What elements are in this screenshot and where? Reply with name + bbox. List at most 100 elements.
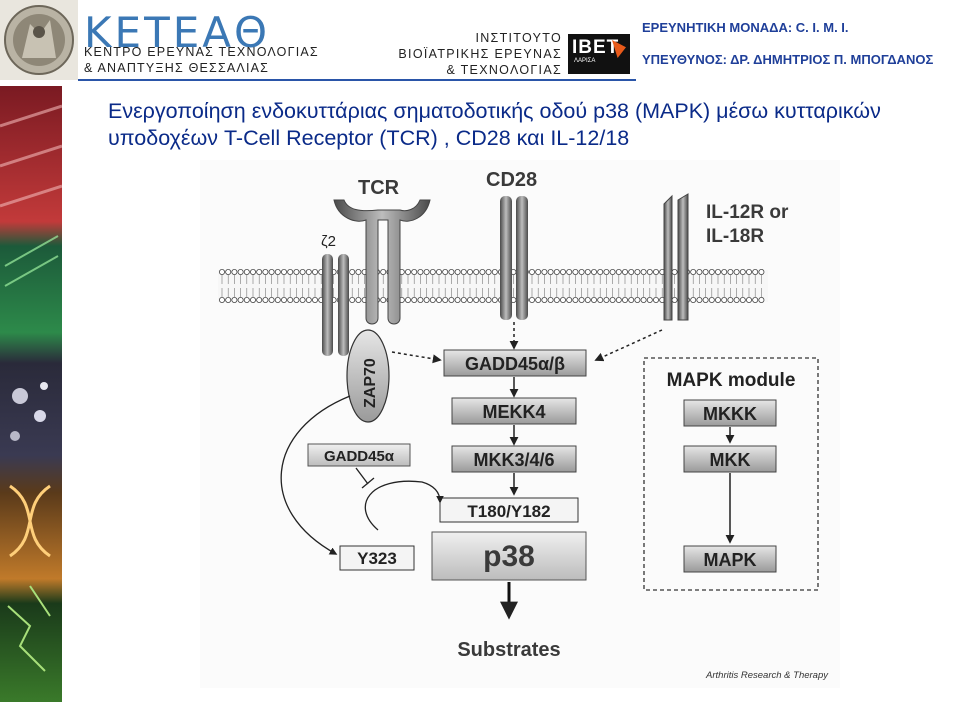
mapk-module-box bbox=[643, 357, 819, 591]
lipid-head bbox=[423, 269, 430, 276]
lipid-head bbox=[652, 296, 659, 303]
lipid-head bbox=[640, 296, 647, 303]
lipid-head bbox=[485, 296, 492, 303]
zeta-chain bbox=[322, 254, 349, 356]
lipid-head bbox=[584, 269, 591, 276]
lipid-head bbox=[442, 296, 449, 303]
lipid-head bbox=[293, 296, 300, 303]
lipid-head bbox=[460, 296, 467, 303]
mkkk-node: MKKK bbox=[683, 399, 777, 427]
lipid-head bbox=[479, 296, 486, 303]
lipid-head bbox=[553, 269, 560, 276]
lipid-head bbox=[715, 296, 722, 303]
side-image-strip bbox=[0, 86, 62, 702]
lipid-head bbox=[305, 296, 312, 303]
lipid-head bbox=[696, 269, 703, 276]
lipid-head bbox=[690, 269, 697, 276]
lipid-head bbox=[652, 269, 659, 276]
lipid-head bbox=[584, 296, 591, 303]
lipid-head bbox=[609, 296, 616, 303]
lipid-head bbox=[305, 269, 312, 276]
lipid-head bbox=[237, 269, 244, 276]
p38-node: p38 bbox=[431, 531, 587, 581]
gadd45ab-node: GADD45α/β bbox=[443, 349, 587, 377]
lipid-head bbox=[435, 296, 442, 303]
lipid-head bbox=[417, 296, 424, 303]
mapk-node: MAPK bbox=[683, 545, 777, 573]
lipid-head bbox=[708, 296, 715, 303]
lipid-head bbox=[541, 269, 548, 276]
lipid-head bbox=[634, 296, 641, 303]
lipid-head bbox=[411, 296, 418, 303]
lipid-head bbox=[702, 296, 709, 303]
lipid-head bbox=[628, 269, 635, 276]
lipid-head bbox=[535, 296, 542, 303]
lipid-head bbox=[293, 269, 300, 276]
lipid-head bbox=[404, 296, 411, 303]
slide-title: Ενεργοποίηση ενδοκυττάριας σηματοδοτικής… bbox=[108, 99, 881, 150]
lipid-head bbox=[274, 269, 281, 276]
lipid-head bbox=[417, 269, 424, 276]
lipid-head bbox=[597, 269, 604, 276]
lipid-head bbox=[256, 269, 263, 276]
tcr-receptor bbox=[333, 199, 431, 325]
org-line2: & ΑΝΑΠΤΥΞΗΣ ΘΕΣΣΑΛΙΑΣ bbox=[84, 61, 270, 75]
p38-label: p38 bbox=[483, 540, 535, 573]
gadd45ab-label: GADD45α/β bbox=[465, 354, 565, 374]
lipid-head bbox=[287, 269, 294, 276]
mkkk-label: MKKK bbox=[703, 404, 757, 424]
gadd45a-node: GADD45α bbox=[307, 443, 411, 467]
zap70-y323-arrow bbox=[280, 395, 351, 555]
lipid-head bbox=[646, 296, 653, 303]
mapk-label: MAPK bbox=[704, 550, 757, 570]
org-name: ΚΕΤΕΑΘ bbox=[84, 8, 271, 57]
lipid-head bbox=[615, 269, 622, 276]
zap70-gadd-arrow bbox=[391, 351, 442, 364]
lipid-head bbox=[349, 296, 356, 303]
lipid-head bbox=[578, 269, 585, 276]
lipid-head bbox=[237, 296, 244, 303]
lipid-head bbox=[721, 269, 728, 276]
t180-y182-node: T180/Y182 bbox=[439, 497, 579, 523]
lipid-head bbox=[299, 269, 306, 276]
lipid-head bbox=[218, 296, 225, 303]
lipid-head bbox=[590, 296, 597, 303]
coin-logo bbox=[0, 0, 78, 80]
mkk-label: MKK bbox=[710, 450, 751, 470]
lipid-head bbox=[727, 269, 734, 276]
lipid-head bbox=[746, 296, 753, 303]
lipid-head bbox=[634, 269, 641, 276]
lipid-head bbox=[708, 269, 715, 276]
gadd45a-inhibit-line bbox=[355, 467, 369, 485]
lipid-head bbox=[559, 269, 566, 276]
gadd45a-inhibit-bar bbox=[361, 477, 375, 489]
lipid-head bbox=[355, 296, 362, 303]
lipid-head bbox=[460, 269, 467, 276]
lipid-head bbox=[621, 269, 628, 276]
lipid-head bbox=[727, 296, 734, 303]
lipid-head bbox=[299, 296, 306, 303]
lipid-head bbox=[466, 296, 473, 303]
lipid-head bbox=[553, 296, 560, 303]
inst-line3: & ΤΕΧΝΟΛΟΓΙΑΣ bbox=[446, 63, 562, 77]
lipid-head bbox=[566, 296, 573, 303]
lipid-head bbox=[758, 269, 765, 276]
y323-node: Y323 bbox=[339, 545, 415, 571]
lipid-head bbox=[349, 269, 356, 276]
lipid-head bbox=[312, 269, 319, 276]
lipid-head bbox=[690, 296, 697, 303]
lipid-head bbox=[621, 296, 628, 303]
mekk4-label: MEKK4 bbox=[482, 402, 545, 422]
zap70-node bbox=[346, 329, 390, 423]
lipid-head bbox=[435, 269, 442, 276]
lipid-head bbox=[448, 269, 455, 276]
figure-credit: Arthritis Research & Therapy bbox=[705, 670, 829, 681]
lipid-head bbox=[671, 269, 678, 276]
gadd45a-label: GADD45α bbox=[324, 448, 395, 465]
lipid-head bbox=[646, 269, 653, 276]
mapk-module-title: MAPK module bbox=[667, 370, 796, 391]
lipid-head bbox=[473, 269, 480, 276]
lipid-head bbox=[231, 269, 238, 276]
lipid-head bbox=[485, 269, 492, 276]
